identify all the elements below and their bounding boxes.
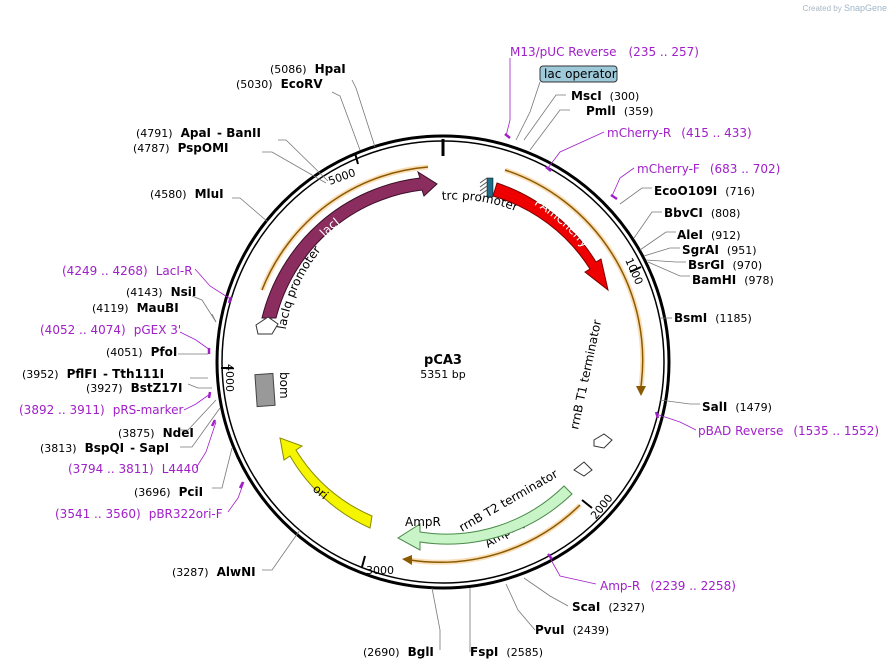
enzyme-pfoi[interactable]: (4051)PfoI xyxy=(106,345,177,359)
primer-m13-puc-reverse[interactable]: M13/pUC Reverse(235 .. 257) xyxy=(510,45,699,59)
enzyme-ndei[interactable]: (3875)NdeI xyxy=(118,426,194,440)
primer-mcherry-f[interactable]: mCherry-F(683 .. 702) xyxy=(637,162,780,176)
primer-l4440[interactable]: (3794 .. 3811)L4440 xyxy=(68,462,199,476)
enzyme-sgrai[interactable]: SgrAI(951) xyxy=(682,243,757,257)
enzyme-ecoo109i[interactable]: EcoO109I(716) xyxy=(654,184,755,198)
plasmid-length: 5351 bp xyxy=(420,368,465,381)
enzyme-bsrgi[interactable]: BsrGI(970) xyxy=(688,258,762,272)
enzyme-bgli[interactable]: (2690)BglI xyxy=(363,645,434,659)
plasmid-name: pCA3 xyxy=(424,353,462,368)
tick-label-4000: 4000 xyxy=(223,364,236,392)
enzyme-hpai[interactable]: (5086)HpaI xyxy=(270,62,346,76)
lac-operator-box xyxy=(539,65,618,83)
lacI-feature[interactable] xyxy=(261,170,438,319)
tick-label-3000: 3000 xyxy=(366,564,394,577)
tick-label-5000: 5000 xyxy=(327,166,358,188)
enzyme-fspi[interactable]: FspI(2585) xyxy=(470,645,543,659)
enzyme-scai[interactable]: ScaI(2327) xyxy=(572,600,645,614)
primer-pgex-3[interactable]: (4052 .. 4074)pGEX 3' xyxy=(40,323,181,337)
enzyme-alei[interactable]: AleI(912) xyxy=(677,228,741,242)
ampr-label: AmpR xyxy=(405,515,441,529)
primer-leader-lines xyxy=(179,58,697,585)
bom-feature[interactable] xyxy=(254,372,276,408)
primer-labels: M13/pUC Reverse(235 .. 257) mCherry-R(41… xyxy=(19,45,879,593)
primer-pbr322ori-f[interactable]: (3541 .. 3560)pBR322ori-F xyxy=(55,507,223,521)
enzyme-bsmi[interactable]: BsmI(1185) xyxy=(674,311,752,325)
ampr-feature[interactable] xyxy=(397,485,573,551)
primer-mcherry-r[interactable]: mCherry-R(415 .. 433) xyxy=(607,126,752,140)
enzyme-bspqi-sapi[interactable]: (3813)BspQI- SapI xyxy=(40,441,169,455)
enzyme-ecorv[interactable]: (5030)EcoRV xyxy=(236,77,323,91)
ori-feature[interactable] xyxy=(279,437,373,529)
enzyme-apai-banii[interactable]: (4791)ApaI- BanII xyxy=(136,126,261,140)
enzyme-pcii[interactable]: (3696)PciI xyxy=(134,485,203,499)
primer-prs-marker[interactable]: (3892 .. 3911)pRS-marker xyxy=(19,403,183,417)
enzyme-pmli[interactable]: PmlI(359) xyxy=(586,104,653,118)
lacIq-promoter-arrow xyxy=(255,316,279,335)
enzyme-nsii[interactable]: (4143)NsiI xyxy=(126,285,196,299)
trc-promoter-marks xyxy=(479,177,494,198)
primer-amp-r[interactable]: Amp-R(2239 .. 2258) xyxy=(600,579,736,593)
enzyme-sali[interactable]: SalI(1479) xyxy=(702,400,772,414)
enzyme-msci[interactable]: MscI(300) xyxy=(571,89,639,103)
rrnb-t1-label: rrnB T1 terminator xyxy=(567,318,604,430)
credit-brand: SnapGene xyxy=(843,3,887,13)
enzyme-labels: (5086)HpaI (5030)EcoRV (4791)ApaI- BanII… xyxy=(22,62,774,659)
primer-laci-r[interactable]: (4249 .. 4268)LacI-R xyxy=(62,264,193,278)
enzyme-leader-lines xyxy=(178,79,700,652)
primer-pbad-reverse[interactable]: pBAD Reverse(1535 .. 1552) xyxy=(698,424,879,438)
enzyme-bbvci[interactable]: BbvCI(808) xyxy=(664,206,740,220)
credit-prefix: Created by xyxy=(802,4,842,13)
bom-label: bom xyxy=(277,372,291,399)
enzyme-pspomi[interactable]: (4787)PspOMI xyxy=(133,141,229,155)
rrnb-t2-marker xyxy=(573,461,593,477)
enzyme-pflfi-tth111i[interactable]: (3952)PflFI- Tth111I xyxy=(22,367,164,381)
lac-operator-label: lac operator xyxy=(544,67,617,81)
primer-marks xyxy=(207,133,660,560)
pamcherry-feature[interactable] xyxy=(492,182,609,292)
orf-arcs xyxy=(259,164,646,565)
enzyme-maubi[interactable]: (4119)MauBI xyxy=(92,301,179,315)
enzyme-mlui[interactable]: (4580)MluI xyxy=(150,187,224,201)
enzyme-pvui[interactable]: PvuI(2439) xyxy=(535,623,609,637)
snapgene-credit: Created by SnapGene xyxy=(803,3,887,13)
pamcherry-label: PAmCherry xyxy=(532,195,592,250)
backbone-outer xyxy=(215,134,671,590)
pamcherry-label-path: PAmCherry xyxy=(532,195,592,250)
enzyme-bamhi[interactable]: BamHI(978) xyxy=(692,273,774,287)
enzyme-bstz17i[interactable]: (3927)BstZ17I xyxy=(86,381,182,395)
enzyme-alwni[interactable]: (3287)AlwNI xyxy=(172,565,256,579)
rrnb-t1-marker xyxy=(593,433,613,449)
tick-label-2000: 2000 xyxy=(588,492,615,522)
